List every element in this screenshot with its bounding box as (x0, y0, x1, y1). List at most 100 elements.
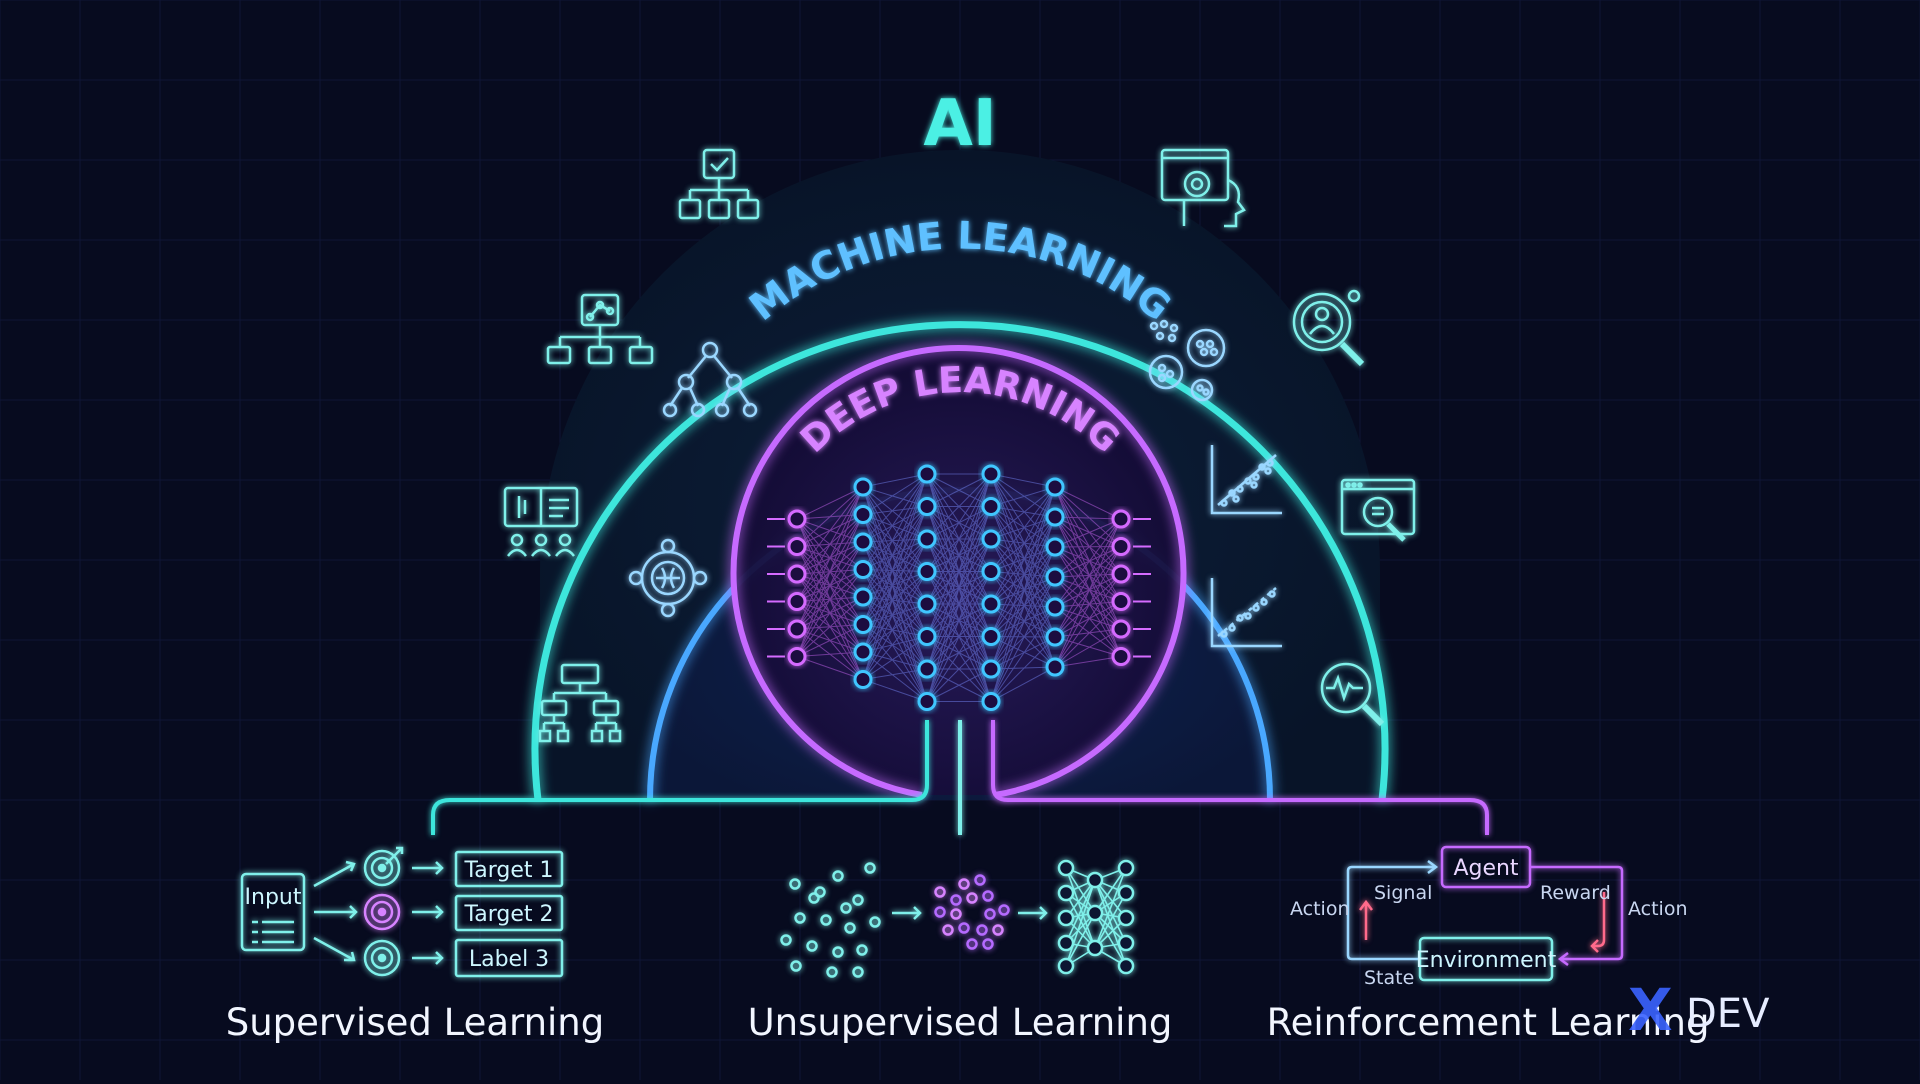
network-node (1117, 884, 1135, 902)
nn-neuron (981, 692, 1001, 711)
nn-connection (990, 636, 1056, 638)
data-point (826, 966, 838, 978)
nn-connection (862, 486, 928, 507)
brain-cycle-icon (628, 538, 708, 618)
nn-connection (926, 603, 992, 702)
cluster-point (934, 906, 946, 918)
nn-connection (796, 514, 864, 602)
nn-connection (926, 473, 992, 605)
nn-connection (796, 541, 864, 657)
nn-connection (990, 486, 1056, 637)
agent-label: Agent (1453, 856, 1518, 881)
nn-connection (796, 624, 864, 657)
nn-connection (1054, 546, 1122, 630)
nn-connection (862, 473, 928, 653)
nn-connection (990, 546, 1056, 605)
nn-neuron (853, 587, 873, 607)
nn-connection (862, 514, 928, 540)
nn-connection (926, 473, 992, 507)
nn-neuron (917, 692, 937, 711)
nn-connection (862, 506, 928, 680)
nn-connection (1054, 518, 1122, 668)
head-gear-icon (1160, 148, 1246, 228)
nn-neuron (1045, 657, 1065, 677)
regression-chart-icon (1210, 578, 1282, 648)
nn-connection (990, 546, 1056, 702)
nn-connection (926, 473, 992, 540)
nn-neuron (917, 464, 937, 484)
nn-connection (862, 506, 928, 625)
nn-connection (926, 473, 992, 637)
nn-neuron (917, 627, 937, 646)
nn-connection (1054, 516, 1122, 602)
nn-neuron (981, 594, 1001, 614)
nn-neuron (981, 529, 1001, 549)
scatter-trend-icon (1210, 445, 1282, 515)
nn-connection (796, 546, 864, 653)
nn-connection (862, 651, 928, 670)
nn-connection (796, 656, 864, 680)
state-label: State (1364, 967, 1414, 989)
nn-connection (796, 514, 864, 630)
nn-connection (926, 506, 992, 605)
arrow-icon (1018, 906, 1048, 920)
nn-connection (796, 596, 864, 657)
nn-connection (926, 538, 992, 637)
target-1-label: Target 1 (463, 858, 553, 883)
nn-connection (862, 624, 928, 637)
nn-connection (862, 538, 928, 598)
nn-connection (990, 546, 1056, 572)
network-edge (1094, 879, 1127, 944)
nn-neuron (981, 497, 1001, 516)
nn-connection (796, 573, 864, 598)
nn-connection (1054, 486, 1122, 520)
nn-neuron (787, 619, 807, 639)
nn-connection (796, 601, 864, 680)
nn-connection (862, 473, 928, 625)
branch-connectors (431, 720, 1489, 835)
cluster-point (958, 922, 970, 934)
nn-neuron (787, 647, 807, 666)
nn-neuron (853, 477, 873, 497)
nn-connection (926, 538, 992, 670)
nn-connection (796, 601, 864, 653)
nn-connection (796, 569, 864, 602)
network-node (1057, 934, 1075, 952)
nn-connection (1054, 518, 1122, 578)
nn-connection (926, 506, 992, 572)
nn-connection (862, 538, 928, 653)
nn-connection (796, 628, 864, 680)
nn-connection (926, 506, 992, 670)
nn-connection (862, 596, 928, 637)
presentation-group-icon (503, 486, 579, 557)
cluster-point (992, 924, 1004, 936)
nn-connection (990, 571, 1056, 608)
nn-connection (862, 473, 928, 680)
nn-connection (1054, 628, 1122, 668)
nn-connection (926, 636, 992, 670)
nn-connection (796, 486, 864, 520)
nn-connection (926, 668, 992, 702)
nn-connection (990, 516, 1056, 670)
nn-connection (926, 603, 992, 670)
nn-connection (1054, 546, 1122, 638)
nn-connection (926, 603, 992, 702)
nn-connection (862, 603, 928, 625)
nn-connection (862, 571, 928, 598)
nn-connection (862, 651, 928, 702)
nn-connection (990, 571, 1056, 578)
nn-connection (796, 569, 864, 657)
nn-connection (990, 571, 1056, 638)
nn-connection (1054, 486, 1122, 657)
nn-connection (862, 486, 928, 605)
nn-connection (990, 571, 1056, 668)
nn-connection (862, 506, 928, 598)
data-point (794, 912, 806, 924)
nn-connection (990, 473, 1056, 518)
network-edge (1065, 912, 1096, 967)
nn-connection (796, 546, 864, 570)
nn-connection (926, 538, 992, 637)
nn-connection (862, 473, 928, 570)
nn-connection (862, 569, 928, 670)
nn-connection (926, 506, 992, 702)
